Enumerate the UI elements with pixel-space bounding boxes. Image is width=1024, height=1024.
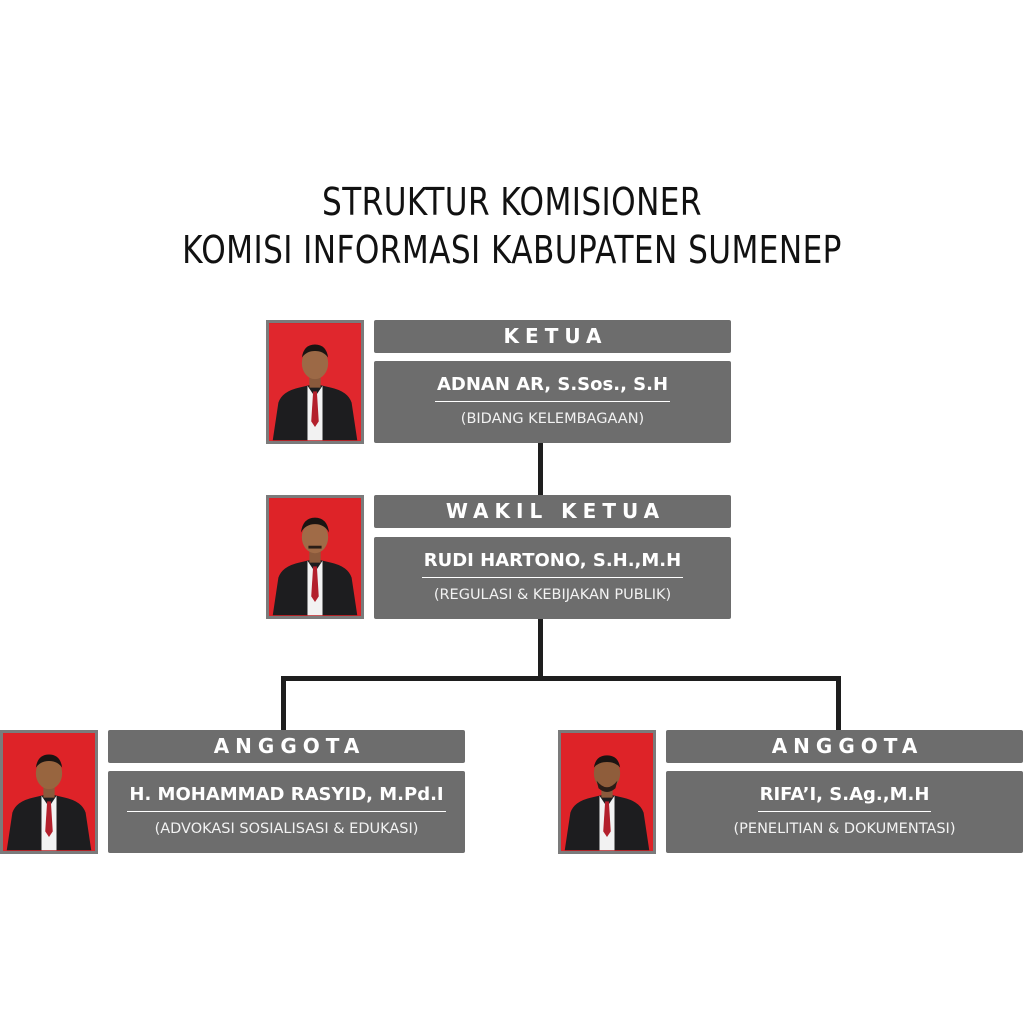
- person-portrait-icon: [269, 323, 361, 441]
- portrait-photo-wakil-ketua: [266, 495, 364, 619]
- member-name: RUDI HARTONO, S.H.,M.H: [421, 549, 684, 578]
- info-box-wakil-ketua: RUDI HARTONO, S.H.,M.H (REGULASI & KEBIJ…: [374, 537, 731, 619]
- person-portrait-icon: [269, 498, 361, 616]
- member-department: (PENELITIAN & DOKUMENTASI): [733, 821, 956, 837]
- member-name: RIFA’I, S.Ag.,M.H: [757, 783, 932, 812]
- connector-left-drop: [281, 676, 286, 731]
- info-box-anggota-2: RIFA’I, S.Ag.,M.H (PENELITIAN & DOKUMENT…: [666, 771, 1023, 853]
- chart-title-line-2: KOMISI INFORMASI KABUPATEN SUMENEP: [182, 228, 842, 272]
- member-department: (ADVOKASI SOSIALISASI & EDUKASI): [154, 821, 419, 837]
- person-portrait-icon: [561, 733, 653, 851]
- member-name: H. MOHAMMAD RASYID, M.Pd.I: [127, 783, 446, 812]
- role-label-anggota-1: ANGGOTA: [108, 730, 465, 763]
- connector-wakil-down: [538, 618, 543, 680]
- member-department: (REGULASI & KEBIJAKAN PUBLIK): [433, 587, 672, 603]
- connector-ketua-wakil: [538, 443, 543, 496]
- portrait-photo-ketua: [266, 320, 364, 444]
- info-box-anggota-1: H. MOHAMMAD RASYID, M.Pd.I (ADVOKASI SOS…: [108, 771, 465, 853]
- member-name: ADNAN AR, S.Sos., S.H: [434, 373, 671, 402]
- info-box-ketua: ADNAN AR, S.Sos., S.H (BIDANG KELEMBAGAA…: [374, 361, 731, 443]
- role-label-wakil-ketua: WAKIL KETUA: [374, 495, 731, 528]
- connector-horizontal: [281, 676, 841, 681]
- role-label-anggota-2: ANGGOTA: [666, 730, 1023, 763]
- chart-title-line-1: STRUKTUR KOMISIONER: [322, 180, 702, 224]
- role-label-ketua: KETUA: [374, 320, 731, 353]
- connector-right-drop: [836, 676, 841, 731]
- person-portrait-icon: [3, 733, 95, 851]
- portrait-photo-anggota-1: [0, 730, 98, 854]
- member-department: (BIDANG KELEMBAGAAN): [460, 411, 645, 427]
- portrait-photo-anggota-2: [558, 730, 656, 854]
